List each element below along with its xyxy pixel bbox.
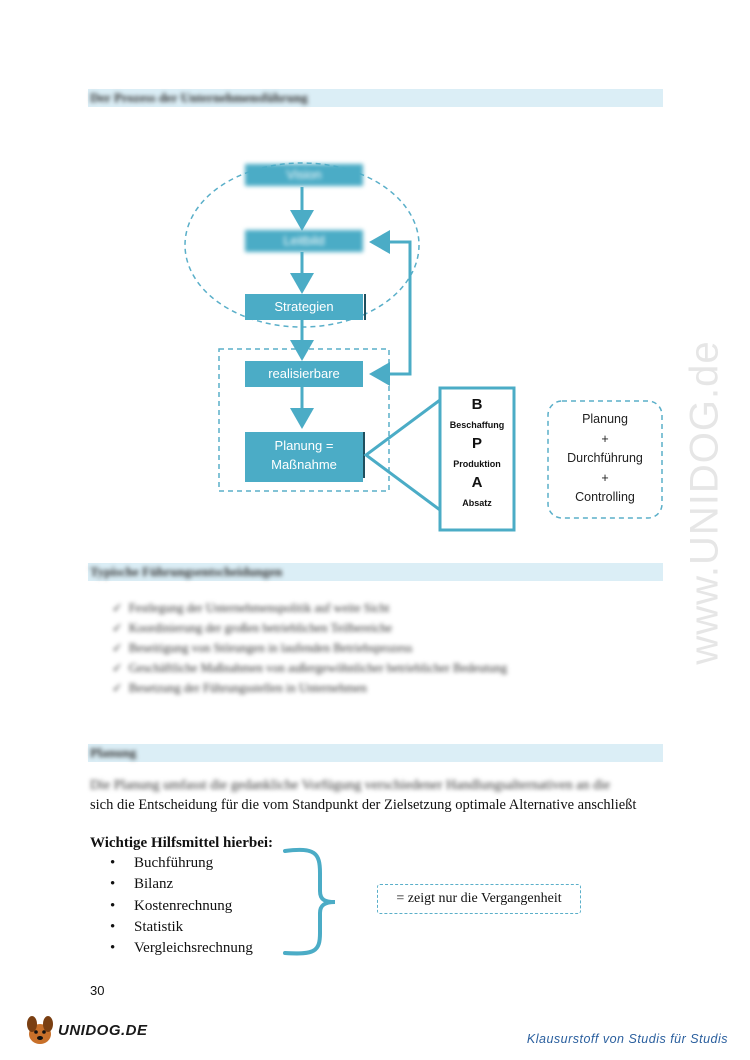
section-bar-1: [88, 89, 663, 107]
box-planung-massnahme: Planung = Maßnahme: [245, 432, 363, 482]
pdc-planung: Planung: [582, 412, 628, 426]
bpa-b: B: [471, 396, 483, 413]
pdc-box-frame: [547, 400, 663, 519]
curly-brace: [283, 847, 336, 956]
box-vision: Vision: [245, 164, 363, 186]
section-bar-2: [88, 563, 663, 581]
vergangenheit-box: = zeigt nur die Vergangenheit: [377, 884, 581, 914]
pdc-plus-2: +: [601, 470, 609, 485]
check-item: ✓ Festlegung der Unternehmenspolitik auf…: [112, 601, 390, 615]
planung-line2: Maßnahme: [271, 457, 337, 472]
heading-planung: Planung: [90, 745, 137, 760]
bpa-a: A: [471, 474, 483, 491]
process-diagram: [184, 162, 663, 532]
check-item: ✓ Besetzung der Führungsstellen in Unter…: [112, 681, 367, 695]
footer-tagline: Klausurstoff von Studis für Studis: [526, 1032, 728, 1046]
feedback-loop: [369, 230, 412, 262]
pdc-plus-1: +: [601, 431, 609, 446]
section-bar-3: [88, 744, 663, 762]
unidog-logo: UNIDOG.DE: [22, 1012, 152, 1048]
bpa-beschaffung: Beschaffung: [449, 420, 505, 430]
bpa-box: B Beschaffung P Produktion A Absatz: [440, 396, 514, 513]
bpa-callout: [363, 398, 441, 512]
hilfsmittel-title: Wichtige Hilfsmittel hierbei:: [90, 835, 274, 851]
pdc-box: Planung + Durchführung + Controlling: [548, 410, 662, 508]
bpa-produktion: Produktion: [453, 459, 501, 469]
box-realisierbare: realisierbare: [245, 361, 363, 387]
planung-line1: Planung =: [274, 438, 334, 453]
pdc-controlling: Controlling: [575, 490, 635, 504]
check-item: ✓ Koordinierung der großen betrieblichen…: [112, 621, 393, 635]
paragraph-line-2: sich die Entscheidung für die vom Standp…: [90, 797, 637, 813]
check-item: ✓ Beseitigung von Störungen in laufenden…: [112, 641, 413, 655]
pdc-durchfuehrung: Durchführung: [567, 451, 643, 465]
bpa-box-frame: [438, 386, 516, 532]
bpa-absatz: Absatz: [462, 498, 492, 508]
paragraph-line-1: Die Planung umfasst die gedankliche Vorf…: [90, 778, 611, 793]
feedback-loop-lower: [369, 262, 412, 386]
heading-fuehrungsentscheidungen: Typische Führungsentscheidungen: [90, 564, 283, 579]
heading-prozess: Der Prozess der Unternehmensführung: [90, 90, 308, 105]
bpa-p: P: [471, 435, 482, 452]
check-item: ✓ Geschäftliche Maßnahmen von außergewöh…: [112, 661, 508, 675]
logo-text: UNIDOG.DE: [58, 1022, 148, 1039]
dog-icon: [27, 1016, 53, 1044]
box-leitbild: Leitbild: [245, 230, 363, 252]
page-number: 30: [90, 983, 105, 998]
box-strategien: Strategien: [245, 294, 363, 320]
